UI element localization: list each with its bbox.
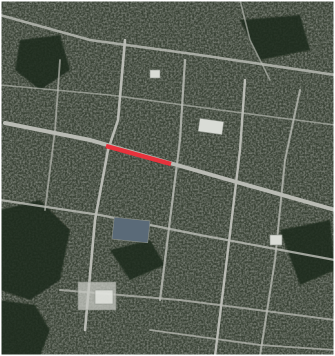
highlighted-road-segment [105,143,172,167]
vegetation-patches [0,15,335,356]
buildings [77,69,283,311]
